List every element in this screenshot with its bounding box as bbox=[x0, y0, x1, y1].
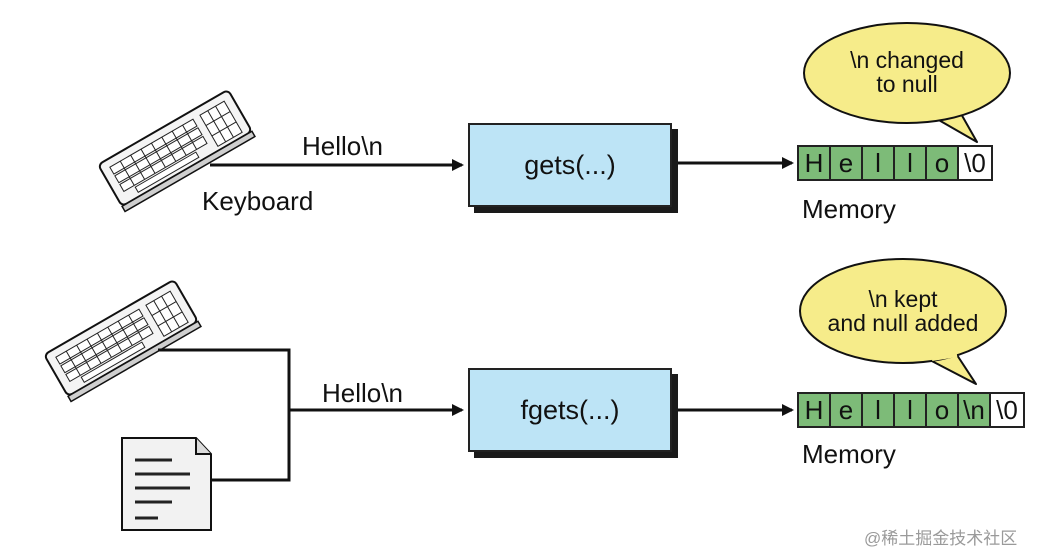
memory-cell: e bbox=[831, 147, 863, 179]
top-bubble-text: \n changed to null bbox=[807, 48, 1007, 96]
memory-cell-null: \0 bbox=[991, 394, 1023, 426]
memory-cell: l bbox=[895, 394, 927, 426]
memory-cell: e bbox=[831, 394, 863, 426]
keyboard-icon-bottom bbox=[44, 280, 202, 403]
top-bubble-line2: to null bbox=[876, 71, 938, 97]
memory-cell: o bbox=[927, 147, 959, 179]
memory-cell-null: \0 bbox=[959, 147, 991, 179]
bottom-input-label: Hello\n bbox=[322, 378, 403, 408]
keyboard-label: Keyboard bbox=[202, 186, 314, 216]
bottom-memory-label: Memory bbox=[802, 439, 896, 469]
memory-cell-newline: \n bbox=[959, 394, 991, 426]
fgets-function-box: fgets(...) bbox=[468, 368, 672, 452]
bottom-bubble-line1: \n kept bbox=[868, 286, 938, 312]
speech-bubble-top bbox=[803, 22, 1011, 143]
top-bubble-line1: \n changed bbox=[850, 47, 964, 73]
input-merge-lines bbox=[158, 348, 291, 482]
memory-cell: l bbox=[863, 147, 895, 179]
watermark: @稀土掘金技术社区 bbox=[864, 529, 1018, 548]
bottom-bubble-text: \n kept and null added bbox=[803, 287, 1003, 335]
memory-cell: o bbox=[927, 394, 959, 426]
top-memory-label: Memory bbox=[802, 194, 896, 224]
memory-cell: l bbox=[863, 394, 895, 426]
gets-function-box: gets(...) bbox=[468, 123, 672, 207]
speech-bubble-bottom bbox=[799, 258, 1007, 385]
top-memory-cells: H e l l o \0 bbox=[797, 145, 993, 181]
bottom-memory-cells: H e l l o \n \0 bbox=[797, 392, 1025, 428]
file-icon bbox=[121, 437, 212, 531]
memory-cell: H bbox=[799, 147, 831, 179]
keyboard-icon bbox=[98, 90, 256, 213]
fgets-function-label: fgets(...) bbox=[520, 394, 620, 425]
memory-cell: H bbox=[799, 394, 831, 426]
top-input-label: Hello\n bbox=[302, 131, 383, 161]
gets-function-label: gets(...) bbox=[524, 149, 616, 180]
bottom-bubble-line2: and null added bbox=[827, 310, 979, 336]
memory-cell: l bbox=[895, 147, 927, 179]
